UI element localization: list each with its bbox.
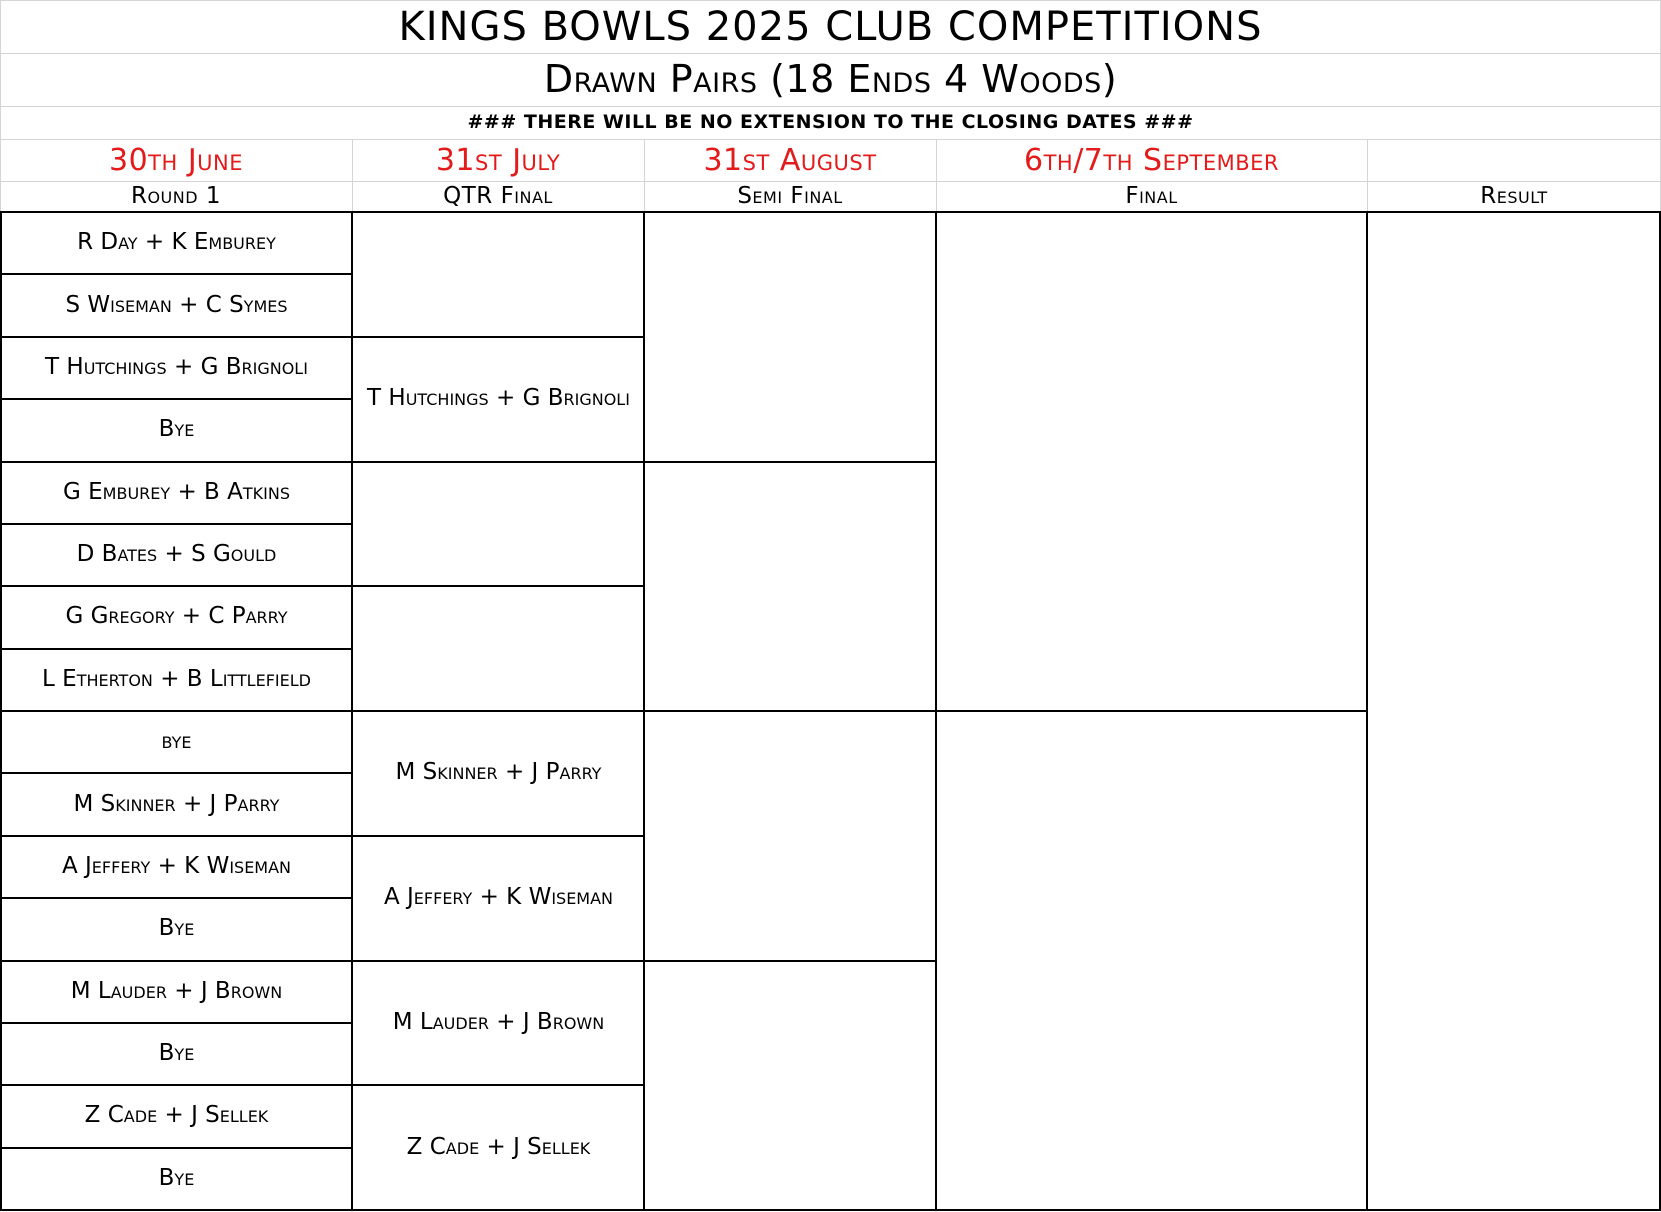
date-result [1367,139,1661,181]
round-1-entry: L Etherton + B Littlefield [42,665,311,692]
gridline [0,181,1661,182]
gridline [0,139,1661,140]
slot-divider [352,1084,644,1087]
semi-final-entry [646,711,935,961]
bracket-border [1659,211,1661,1211]
closing-dates-notice: ### THERE WILL BE NO EXTENSION TO THE CL… [467,111,1194,134]
qtr-final-entry: M Lauder + J Brown [392,1008,605,1035]
competition-name: Drawn Pairs (18 Ends 4 Woods) [543,56,1118,101]
gridline [0,106,1661,107]
gridline [0,0,1661,1]
round-label-result: Result [1480,182,1548,209]
round-label-final: Final [1125,182,1178,209]
date-final: 6th/7th September [1023,142,1279,178]
slot-divider [936,710,1367,712]
slot-divider [0,647,352,650]
round-1-entry: Z Cade + J Sellek [84,1102,269,1129]
bracket-border [1366,211,1368,1211]
slot-divider [0,522,352,525]
bracket-border [0,211,1661,213]
slot-divider [0,834,352,837]
bracket-border [0,1209,1661,1211]
slot-divider [352,335,644,338]
slot-divider [352,585,644,588]
slot-divider [0,772,352,775]
round-1-entry: T Hutchings + G Brignoli [45,353,308,380]
qtr-final-entry: M Skinner + J Parry [395,759,602,786]
slot-divider [644,710,936,712]
round-1-entry: G Gregory + C Parry [65,603,288,630]
slot-divider [0,897,352,900]
final-entry [938,212,1366,711]
date-round-1: 30th June [108,142,244,178]
sheet-title: KINGS BOWLS 2025 CLUB COMPETITIONS [398,3,1263,50]
semi-final-entry [646,212,935,462]
gridline [936,139,937,212]
slot-divider [0,273,352,276]
qtr-final-entry [354,212,643,337]
slot-divider [352,834,644,837]
qtr-final-entry [354,462,643,587]
slot-divider [644,959,936,962]
round-1-entry: G Emburey + B Atkins [63,478,290,505]
slot-divider [0,460,352,463]
round-label-qtr-final: QTR Final [443,182,553,209]
slot-divider [0,398,352,401]
slot-divider [0,585,352,588]
round-1-entry: M Skinner + J Parry [73,790,280,817]
round-1-entry: D Bates + S Gould [76,541,277,568]
gridline [0,0,1,212]
round-1-entry: R Day + K Emburey [77,229,276,256]
qtr-final-entry: T Hutchings + G Brignoli [367,385,630,412]
slot-divider [0,1146,352,1149]
round-1-entry: Bye [158,1164,195,1191]
round-1-entry: Bye [158,416,195,443]
slot-divider [352,959,644,962]
slot-divider [352,460,644,463]
round-1-entry: bye [161,728,192,755]
slot-divider [0,1084,352,1087]
round-1-entry: S Wiseman + C Symes [65,291,288,318]
result-entry [1369,212,1660,1210]
slot-divider [0,1021,352,1024]
final-entry [938,711,1366,1210]
qtr-final-entry: A Jeffery + K Wiseman [383,884,614,911]
slot-divider [0,959,352,962]
date-semi-final: 31st August [703,142,877,178]
gridline [1367,139,1368,212]
qtr-final-entry: Z Cade + J Sellek [406,1133,591,1160]
slot-divider [352,710,644,712]
round-1-entry: Bye [158,1040,195,1067]
gridline [644,139,645,212]
round-label-semi-final: Semi Final [737,182,843,209]
semi-final-entry [646,961,935,1211]
round-label-round-1: Round 1 [130,182,222,209]
semi-final-entry [646,462,935,712]
slot-divider [0,335,352,338]
round-1-entry: Bye [158,915,195,942]
round-1-entry: M Lauder + J Brown [70,977,283,1004]
slot-divider [0,710,352,712]
gridline [0,53,1661,54]
qtr-final-entry [354,586,643,711]
slot-divider [644,460,936,463]
round-1-entry: A Jeffery + K Wiseman [61,852,292,879]
date-qtr-final: 31st July [435,142,561,178]
gridline [352,139,353,212]
